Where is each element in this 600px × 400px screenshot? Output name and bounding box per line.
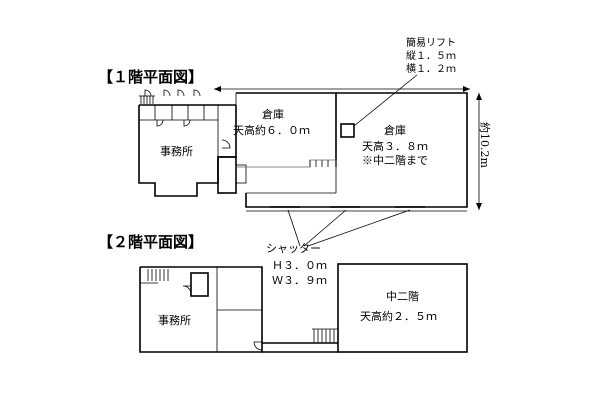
- shutter-width: Ｗ３．９ｍ: [272, 274, 327, 287]
- mezzanine-outline: [337, 263, 468, 353]
- right-dimension-line: [476, 93, 482, 210]
- floor2-heading: 【２階平面図】: [98, 233, 203, 251]
- stairs-1f: [139, 95, 155, 104]
- mezzanine-name: 中二階: [386, 289, 419, 303]
- warehouse-b-ceiling: 天高３．８ｍ: [362, 139, 428, 153]
- lift-title: 簡易リフト: [406, 36, 456, 49]
- warehouse-b-name: 倉庫: [384, 123, 406, 137]
- entry-1f: [217, 156, 247, 194]
- office-2f-label: 事務所: [158, 313, 191, 327]
- lift-leader-line: [353, 74, 418, 127]
- shutter-title: シャッター: [266, 242, 321, 255]
- top-dimension-line: [214, 86, 470, 92]
- lift-box: [340, 123, 355, 138]
- shutter-leader-lines: [287, 209, 411, 247]
- stairs-2f: [147, 269, 169, 281]
- office-2f-outline: [139, 266, 263, 353]
- walkway-2f: [262, 328, 338, 353]
- shutter-height: Ｈ３．０ｍ: [272, 259, 327, 272]
- warehouse-b-outline: [245, 92, 468, 212]
- lift-depth: 縦１．５ｍ: [406, 49, 456, 62]
- floor1-heading: 【１階平面図】: [98, 68, 203, 86]
- lift-width: 横１．２ｍ: [406, 62, 456, 75]
- office-1f-label: 事務所: [160, 144, 193, 158]
- warehouse-b-note: ※中二階まで: [362, 153, 428, 167]
- mezzanine-ceiling: 天高約２．５ｍ: [360, 309, 437, 323]
- warehouse-a-ceiling: 天高約６．０ｍ: [233, 123, 310, 137]
- width-dimension-label: 約10.2m: [478, 122, 492, 168]
- office-1f-outline: [138, 89, 237, 197]
- warehouse-a-name: 倉庫: [262, 107, 284, 121]
